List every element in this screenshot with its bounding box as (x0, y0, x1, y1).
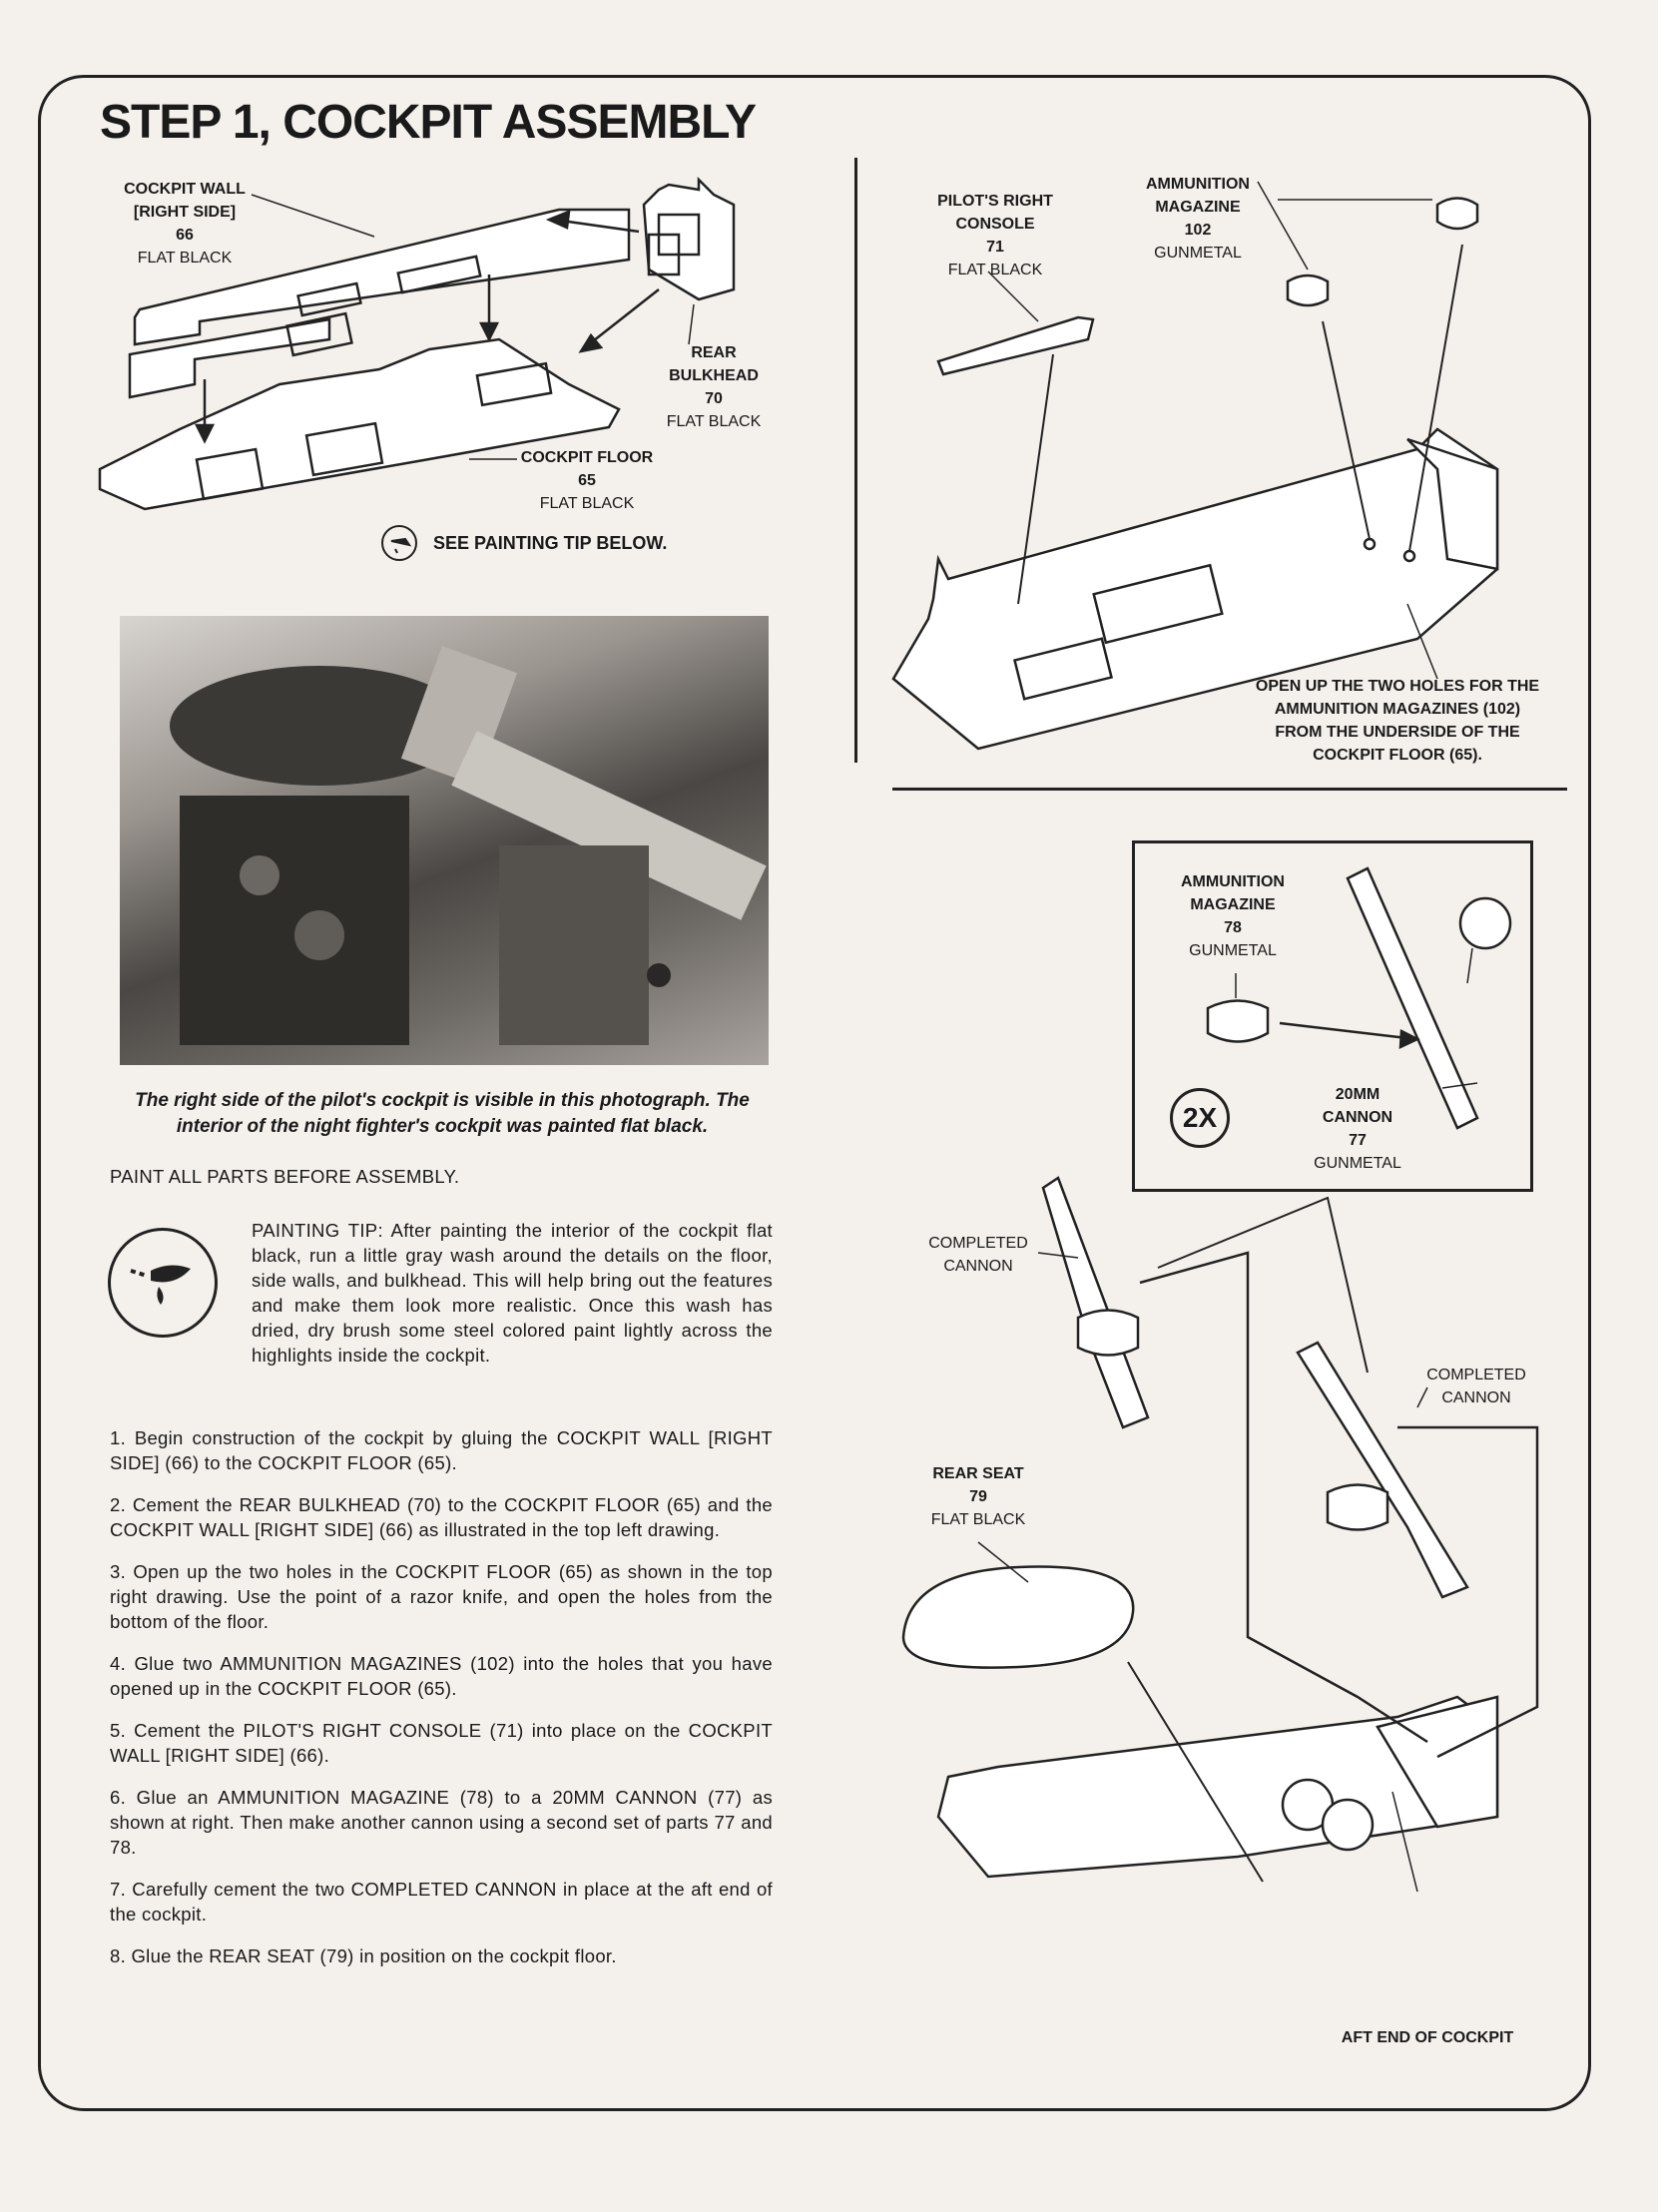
callout-cockpit-wall-paint: FLAT BLACK (137, 250, 233, 267)
callout-ammo-magazine-102: AMMUNITION MAGAZINE 102 GUNMETAL (1138, 173, 1258, 265)
instruction-steps: 1. Begin construction of the cockpit by … (110, 1425, 773, 1985)
photo-caption: The right side of the pilot's cockpit is… (135, 1090, 750, 1137)
step-item: 2. Cement the REAR BULKHEAD (70) to the … (110, 1494, 773, 1540)
callout-cannon-77-name: 20MM CANNON (1322, 1086, 1393, 1126)
step-item: 7. Carefully cement the two COMPLETED CA… (110, 1879, 773, 1925)
callout-ammo-102-number: 102 (1184, 222, 1212, 239)
callout-ammo-78-name: AMMUNITION MAGAZINE (1181, 873, 1285, 913)
callout-rear-bulkhead-number: 70 (705, 390, 723, 407)
callout-completed-cannon-2: COMPLETED CANNON (1426, 1367, 1526, 1406)
callout-cockpit-floor-paint: FLAT BLACK (539, 495, 635, 512)
page-title: STEP 1, COCKPIT ASSEMBLY (100, 96, 757, 149)
step-item: 1. Begin construction of the cockpit by … (110, 1427, 773, 1473)
callout-ammo-78-number: 78 (1224, 919, 1242, 936)
callout-cockpit-floor: COCKPIT FLOOR 65 FLAT BLACK (517, 446, 657, 515)
callout-pilots-console-number: 71 (986, 239, 1004, 256)
callout-pilots-console: PILOT'S RIGHT CONSOLE 71 FLAT BLACK (920, 190, 1070, 281)
callout-rear-bulkhead-name: REAR BULKHEAD (669, 344, 759, 384)
step-item: 4. Glue two AMMUNITION MAGAZINES (102) i… (110, 1653, 773, 1699)
cockpit-photograph (120, 616, 769, 1065)
paintbrush-icon (108, 1228, 218, 1338)
callout-cockpit-wall-number: 66 (176, 227, 194, 244)
callout-cannon-77: 20MM CANNON 77 GUNMETAL (1308, 1083, 1407, 1175)
callout-cockpit-floor-number: 65 (578, 472, 596, 489)
callout-rear-bulkhead-paint: FLAT BLACK (666, 413, 762, 430)
callout-rear-bulkhead: REAR BULKHEAD 70 FLAT BLACK (659, 341, 769, 433)
callout-rear-seat-name: REAR SEAT (932, 1465, 1024, 1482)
horizontal-divider (892, 788, 1567, 791)
callout-ammo-magazine-78: AMMUNITION MAGAZINE 78 GUNMETAL (1168, 870, 1298, 962)
vertical-divider (854, 158, 857, 763)
callout-open-holes-note: OPEN UP THE TWO HOLES FOR THE AMMUNITION… (1255, 678, 1540, 764)
callout-completed-cannon-1: COMPLETED CANNON (928, 1235, 1028, 1275)
callout-rear-seat-number: 79 (969, 1488, 987, 1505)
cannon-subassembly-box (1132, 840, 1533, 1192)
callout-pilots-console-name: PILOT'S RIGHT CONSOLE (937, 193, 1053, 233)
callout-cannon-77-number: 77 (1349, 1132, 1367, 1149)
callout-rear-seat: REAR SEAT 79 FLAT BLACK (918, 1462, 1038, 1531)
step-item: 8. Glue the REAR SEAT (79) in position o… (110, 1945, 617, 1966)
step-item: 6. Glue an AMMUNITION MAGAZINE (78) to a… (110, 1787, 773, 1858)
quantity-2x-badge: 2X (1170, 1088, 1230, 1148)
step-item: 3. Open up the two holes in the COCKPIT … (110, 1561, 773, 1632)
callout-rear-seat-paint: FLAT BLACK (930, 1511, 1026, 1528)
page-frame (38, 75, 1591, 2111)
painting-tip-text: PAINTING TIP: After painting the interio… (252, 1220, 773, 1366)
step-item: 5. Cement the PILOT'S RIGHT CONSOLE (71)… (110, 1720, 773, 1766)
callout-cockpit-wall: COCKPIT WALL [RIGHT SIDE] 66 FLAT BLACK (110, 178, 260, 270)
paint-all-note: PAINT ALL PARTS BEFORE ASSEMBLY. (110, 1166, 460, 1187)
callout-ammo-78-paint: GUNMETAL (1189, 942, 1277, 959)
callout-cockpit-wall-name: COCKPIT WALL [RIGHT SIDE] (124, 181, 246, 221)
callout-cockpit-floor-name: COCKPIT FLOOR (520, 449, 654, 466)
brush-icon (381, 525, 417, 561)
callout-pilots-console-paint: FLAT BLACK (947, 262, 1043, 278)
see-painting-tip-note: SEE PAINTING TIP BELOW. (433, 533, 668, 553)
callout-cannon-77-paint: GUNMETAL (1314, 1155, 1401, 1172)
callout-ammo-102-paint: GUNMETAL (1154, 245, 1242, 262)
callout-aft-end: AFT END OF COCKPIT (1341, 2029, 1514, 2046)
callout-ammo-102-name: AMMUNITION MAGAZINE (1146, 176, 1250, 216)
